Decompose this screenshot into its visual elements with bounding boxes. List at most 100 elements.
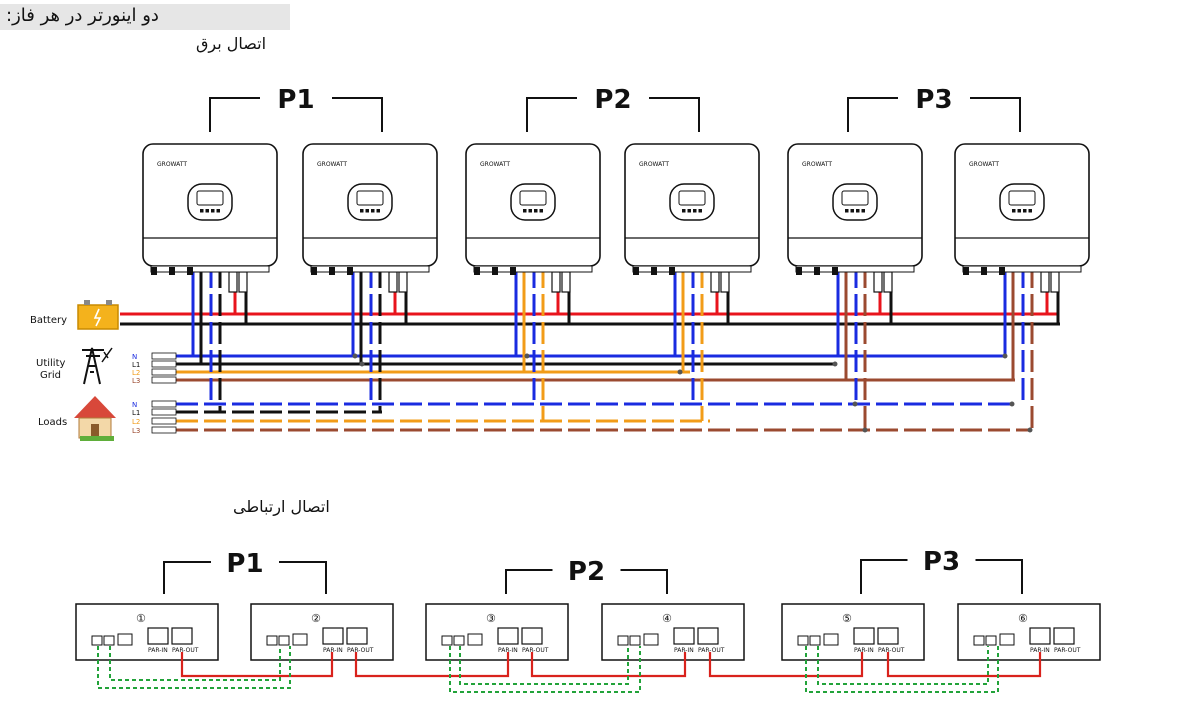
current-share-cable — [459, 646, 629, 685]
par-out-port — [877, 627, 899, 645]
inverter-base — [310, 265, 430, 273]
par-out-port — [171, 627, 193, 645]
terminal — [329, 267, 335, 275]
display-button — [1028, 209, 1032, 213]
battery-body — [77, 304, 119, 330]
par-out-label: PAR-OUT — [698, 647, 725, 654]
par-out-label: PAR-OUT — [347, 647, 374, 654]
house-door — [91, 424, 99, 438]
current-share-port — [797, 635, 809, 646]
terminal — [999, 267, 1005, 275]
dip-switch — [999, 633, 1015, 646]
inverter-base — [962, 265, 1082, 273]
battery-connector — [720, 271, 730, 293]
parallel-cable — [708, 652, 864, 678]
par-in-port — [1029, 627, 1051, 645]
house-icon — [74, 396, 116, 441]
junction-dot — [359, 361, 365, 367]
display-button — [539, 209, 543, 213]
current-share-port — [985, 635, 997, 646]
current-share-port — [453, 635, 465, 646]
par-out-port — [697, 627, 719, 645]
dip-switch — [467, 633, 483, 646]
group-label-P2: P2 — [568, 557, 605, 587]
display-button — [200, 209, 204, 213]
bracket-line — [649, 97, 700, 132]
bracket-line — [847, 97, 898, 132]
display-screen — [196, 190, 224, 206]
display-button — [211, 209, 215, 213]
display-button — [861, 209, 865, 213]
battery-connector — [1050, 271, 1060, 293]
dip-switch — [292, 633, 308, 646]
phase-label: L1 — [132, 361, 140, 369]
unit-number: ① — [136, 612, 146, 625]
house-lawn — [80, 436, 114, 441]
display-button — [1012, 209, 1016, 213]
group-label-P3: P3 — [923, 547, 960, 577]
junction-dot — [1002, 353, 1008, 359]
current-share-cable — [97, 646, 291, 689]
par-in-port — [497, 627, 519, 645]
house-roof — [74, 396, 116, 418]
unit-number: ② — [311, 612, 321, 625]
phase-label: L2 — [132, 418, 140, 426]
comm-unit-body — [425, 603, 569, 661]
parallel-cable — [180, 652, 334, 678]
comm-unit-body — [957, 603, 1101, 661]
display-button — [216, 209, 220, 213]
current-share-cable — [805, 646, 999, 693]
phase-label: L1 — [132, 409, 140, 417]
par-out-label: PAR-OUT — [1054, 647, 1081, 654]
par-in-port — [147, 627, 169, 645]
display-button — [205, 209, 209, 213]
par-in-label: PAR-IN — [148, 647, 168, 654]
power-wires — [120, 266, 1060, 433]
brand-logo: GROWATT — [157, 161, 187, 168]
unit-number: ⑤ — [842, 612, 852, 625]
display-screen — [841, 190, 869, 206]
inverter-base — [473, 265, 593, 273]
junction-dot — [1027, 427, 1033, 433]
battery-terminal — [84, 300, 90, 305]
junction-dot — [352, 353, 358, 359]
phase-label: L3 — [132, 427, 140, 435]
display-button — [693, 209, 697, 213]
inverter-base — [150, 265, 270, 273]
terminal — [963, 267, 969, 275]
inverter-1: GROWATT — [142, 143, 278, 275]
breaker-block — [151, 408, 177, 416]
junction-dot — [1009, 401, 1015, 407]
terminal — [832, 267, 838, 275]
bracket-line — [860, 559, 908, 594]
terminal — [169, 267, 175, 275]
inverter-5: GROWATT — [787, 143, 923, 275]
bracket-line — [209, 97, 260, 132]
heading-text: دو اینورتر در هر فاز: — [6, 5, 159, 26]
bracket-line — [975, 559, 1023, 594]
inverter-base — [632, 265, 752, 273]
par-out-label: PAR-OUT — [878, 647, 905, 654]
battery-connector — [873, 271, 883, 293]
terminal — [347, 267, 353, 275]
inverter-2: GROWATT — [302, 143, 438, 275]
junction-dot — [852, 401, 858, 407]
battery-connector — [551, 271, 561, 293]
junction-dot — [524, 353, 530, 359]
comm-unit-body — [781, 603, 925, 661]
display-button — [856, 209, 860, 213]
brand-logo: GROWATT — [480, 161, 510, 168]
junction-dot — [677, 369, 683, 375]
phase-label: N — [132, 353, 137, 361]
display-button — [845, 209, 849, 213]
group-label-P1: P1 — [277, 85, 314, 115]
current-share-port — [103, 635, 115, 646]
bracket-line — [970, 97, 1021, 132]
battery-terminal — [106, 300, 112, 305]
